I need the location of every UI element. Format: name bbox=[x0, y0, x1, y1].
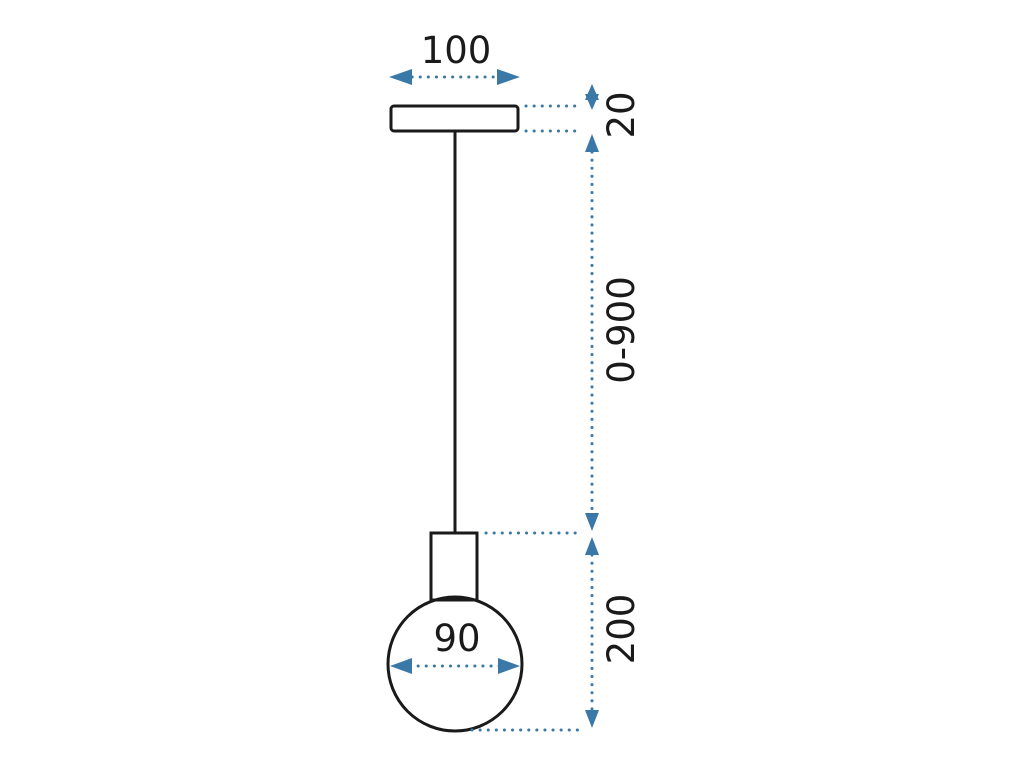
canopy-extension-lines bbox=[524, 104, 582, 133]
canopy-height-label: 20 bbox=[600, 91, 643, 138]
globe-diameter-label: 90 bbox=[433, 617, 480, 660]
lamp-height-arrow-bottom bbox=[585, 710, 599, 728]
cable-length-dimension: 0-900 bbox=[585, 134, 643, 531]
lamp-socket bbox=[429, 531, 479, 602]
canopy-width-arrow-right bbox=[497, 69, 520, 85]
canopy-height-dimension: 20 bbox=[585, 84, 643, 139]
cable-length-arrow-bottom bbox=[585, 513, 599, 531]
canopy-width-label: 100 bbox=[421, 29, 492, 72]
cable-length-arrow-top bbox=[585, 134, 599, 152]
canopy-width-dimension: 100 bbox=[389, 29, 520, 85]
globe-bulb bbox=[386, 595, 524, 733]
globe-diameter-dimension: 90 bbox=[390, 617, 520, 674]
lamp-height-dimension: 200 bbox=[585, 537, 643, 728]
canopy-height-arrow-bottom bbox=[585, 94, 599, 110]
ceiling-canopy bbox=[389, 104, 520, 133]
globe-diameter-arrow-right bbox=[498, 658, 520, 674]
globe-diameter-arrow-left bbox=[390, 658, 412, 674]
cable-length-label: 0-900 bbox=[600, 276, 643, 384]
lamp-outline bbox=[386, 104, 524, 733]
lamp-extension-lines bbox=[470, 531, 582, 732]
canopy-width-arrow-left bbox=[389, 69, 412, 85]
lamp-height-arrow-top bbox=[585, 537, 599, 555]
lamp-height-label: 200 bbox=[600, 594, 643, 665]
